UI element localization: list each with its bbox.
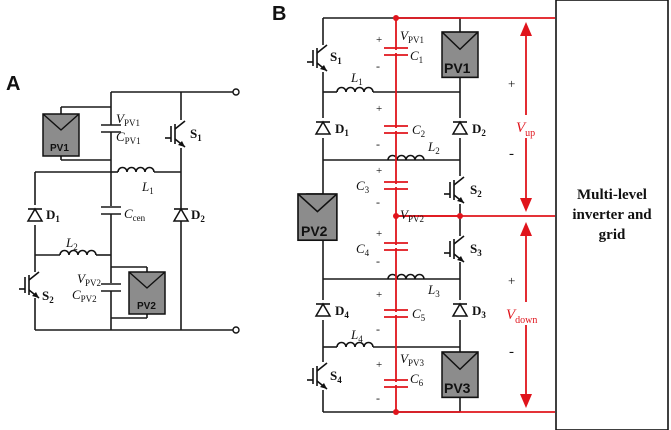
svg-text:-: - [376,59,380,73]
svg-text:S3: S3 [470,241,482,258]
svg-text:+: + [376,103,382,115]
inverter-grid-box [555,0,669,430]
ccen-capacitor [101,206,121,222]
svg-text:+: + [376,165,382,177]
node-mid [393,213,399,219]
pv1-label-b: PV1 [444,60,471,76]
vdown-plus: + [508,273,515,288]
svg-text:-: - [376,195,380,209]
node-top [393,15,399,21]
d2-diode-a [173,208,189,222]
svg-text:VPV2: VPV2 [400,207,424,224]
cap-polarity-marks: + - + - + - + - + - + - [376,34,382,405]
vdown-label: Vdown [506,307,537,326]
cpv2-capacitor [101,283,121,298]
svg-text:+: + [376,228,382,240]
vpv2-label-a: VPV2 [77,271,101,288]
cpv2-label-a: CPV2 [72,287,97,304]
l4-inductor-b [336,341,374,348]
ccen-label-a: Ccen [124,206,146,223]
pv2-label-b: PV2 [301,223,328,239]
panel-b-wires [306,17,461,413]
svg-text:S2: S2 [470,182,482,199]
s2-switch-b [443,176,465,204]
d1-diode-a [27,208,43,222]
panel-b-label: B [272,3,286,25]
svg-text:L2: L2 [427,139,440,156]
pv3-label-b: PV3 [444,380,471,396]
svg-text:S1: S1 [330,49,342,66]
svg-text:-: - [376,254,380,268]
svg-text:VPV1: VPV1 [400,28,424,45]
svg-text:D1: D1 [335,121,349,138]
d2-diode-b [452,121,468,135]
vup-label: Vup [516,120,535,139]
terminal-top [232,88,240,96]
s1-switch-b [306,44,328,72]
d1-diode-b [315,121,331,135]
svg-text:L3: L3 [427,282,440,299]
svg-text:VPV3: VPV3 [400,351,424,368]
svg-text:-: - [376,391,380,405]
l1-label-a: L1 [141,179,154,196]
d1-label-a: D1 [46,207,60,224]
d3-diode-b [452,303,468,317]
node-bot [393,409,399,415]
vup-plus: + [508,76,515,91]
l1-inductor-b [336,86,374,93]
pv1-label-a: PV1 [50,143,69,154]
svg-text:+: + [376,359,382,371]
svg-text:S4: S4 [330,368,342,385]
pv2-label-a: PV2 [137,301,156,312]
svg-text:C4: C4 [356,241,370,258]
svg-text:D3: D3 [472,303,486,320]
s3-switch-b [443,235,465,263]
svg-text:L4: L4 [350,327,363,344]
l2-label-a: L2 [65,235,78,252]
vpv1-label-a: VPV1 [116,111,140,128]
svg-text:-: - [376,137,380,151]
s2-switch-a [18,271,40,299]
inverter-line2: inverter and [572,207,652,223]
svg-text:+: + [376,289,382,301]
d4-diode-b [315,303,331,317]
cpv1-capacitor [101,122,121,140]
node-mid-r [457,213,463,219]
s2-label-a: S2 [42,288,54,305]
svg-text:C6: C6 [410,371,424,388]
panel-a-labels: VPV1 CPV1 Ccen VPV2 CPV2 L1 L2 S1 S2 D1 … [42,111,205,305]
inverter-line3: grid [599,227,626,243]
svg-text:C2: C2 [412,122,425,139]
inverter-line1: Multi-level [577,187,647,203]
vdown-minus: - [509,344,514,360]
vup-minus: - [509,146,514,162]
panel-a-label: A [6,73,20,95]
svg-text:D4: D4 [335,303,349,320]
svg-text:D2: D2 [472,121,486,138]
s4-switch-b [306,362,328,390]
svg-text:-: - [376,322,380,336]
svg-text:C3: C3 [356,178,370,195]
svg-text:L1: L1 [350,70,363,87]
d2-label-a: D2 [191,207,205,224]
svg-text:+: + [376,34,382,46]
svg-text:C1: C1 [410,48,423,65]
panel-b-labels: VPV1 C1 C2 C3 VPV2 C4 C5 VPV3 C6 L1 L2 L… [330,28,486,388]
svg-text:C5: C5 [412,306,426,323]
l2-inductor-a [59,249,97,256]
terminal-bottom [232,326,240,334]
l1-inductor-a [117,166,155,173]
s1-switch-a [164,120,186,148]
cpv1-label-a: CPV1 [116,129,141,146]
s1-label-a: S1 [190,126,202,143]
panel-b-caps [384,47,408,388]
panel-a-wires [34,91,234,331]
